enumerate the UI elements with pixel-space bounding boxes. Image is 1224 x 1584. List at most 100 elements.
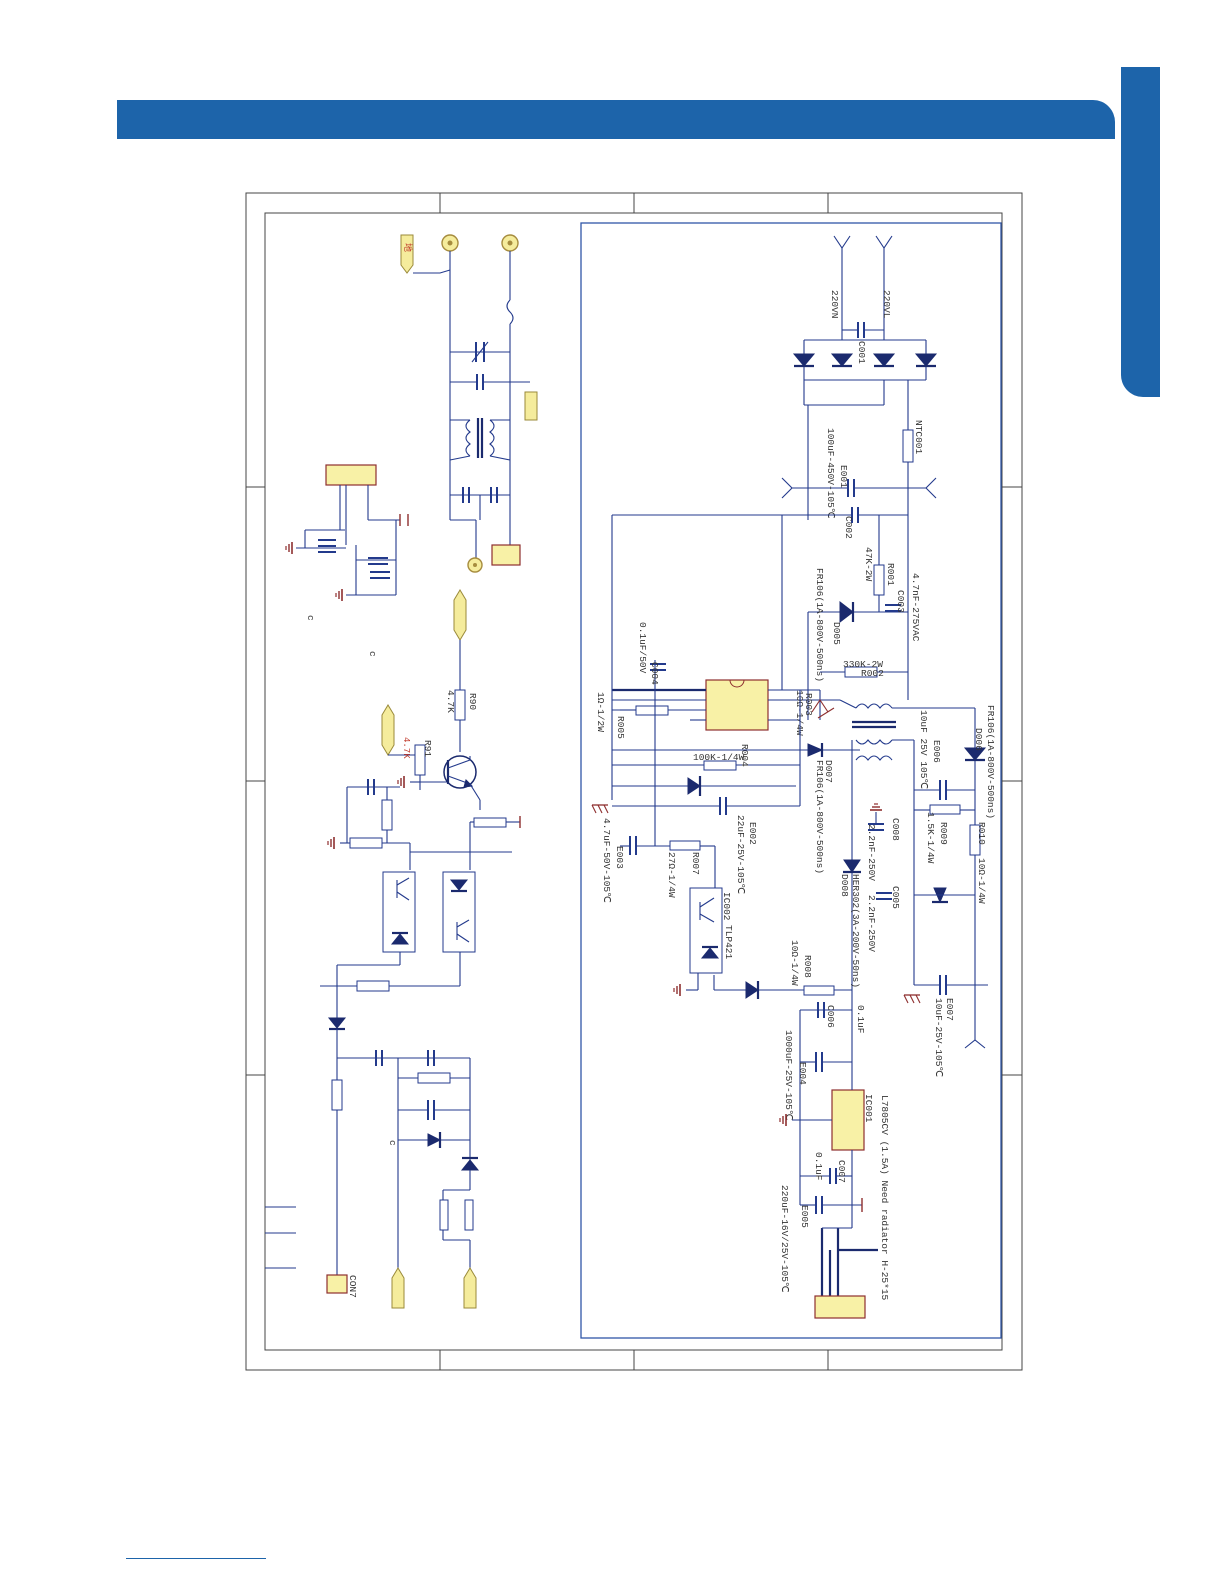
power-supply-section xyxy=(580,222,1002,1339)
label-ntc001: NTC001 xyxy=(913,420,924,455)
footer-rule xyxy=(126,1558,266,1559)
feedback-network xyxy=(327,779,521,870)
label-e007: E007 xyxy=(944,998,955,1021)
label-e007-value: 10uF-25V-105℃ xyxy=(933,998,944,1077)
label-e004-value: 1000uF-25V-105℃ xyxy=(783,1030,794,1121)
label-c007-value: 0.1uF xyxy=(813,1152,824,1181)
label-c008: C008 xyxy=(890,818,901,841)
misc-label-c1: c xyxy=(305,615,316,621)
capacitor-c002 xyxy=(612,485,909,700)
capacitor-e002 xyxy=(612,690,801,815)
capacitor-c005 xyxy=(876,892,892,900)
secondary-network xyxy=(320,952,480,1275)
label-c004-value: 0.1uF/50V xyxy=(637,622,648,674)
output-rectifier-d008 xyxy=(843,859,861,874)
label-r001: R001 xyxy=(885,563,896,586)
label-r010: R010 xyxy=(976,822,987,845)
label-r009-value: 1.5K-1/4W xyxy=(925,812,936,864)
optocoupler-ic002 xyxy=(673,887,804,999)
header-bar xyxy=(117,100,1115,139)
label-ic002: IC002 xyxy=(721,892,732,921)
fuse xyxy=(506,299,514,460)
label-e001-value: 100uF-450V-105℃ xyxy=(825,428,836,519)
varistor xyxy=(450,341,510,363)
label-r90-value: 4.7K xyxy=(445,690,456,713)
label-c006-value: 0.1uF xyxy=(855,1005,866,1034)
resistor-r002 xyxy=(820,666,908,678)
net-label-220vn: 220VN xyxy=(829,290,840,319)
label-e006: E006 xyxy=(931,740,942,763)
aux-diode-d007 xyxy=(612,743,860,757)
regulator-ic001 xyxy=(779,1010,865,1228)
label-e005: E005 xyxy=(799,1205,810,1228)
label-c006: C006 xyxy=(825,1005,836,1028)
resistor-r010 xyxy=(969,824,981,856)
label-c005: C005 xyxy=(890,886,901,909)
label-e003: E003 xyxy=(614,846,625,869)
resistor-r008 xyxy=(803,985,852,996)
resistor-r009 xyxy=(914,804,975,815)
label-ic001: IC001 xyxy=(863,1094,874,1123)
output-connector xyxy=(814,1227,878,1319)
label-r002: R002 xyxy=(861,668,884,679)
label-d007: D007 xyxy=(823,760,834,783)
label-c008-value: 2.2nF-250V xyxy=(866,824,877,881)
aux-regulator-block xyxy=(285,464,409,602)
capacitor-e004 xyxy=(800,1052,852,1072)
capacitor-c004 xyxy=(650,660,666,846)
label-d006: D006 xyxy=(973,728,984,751)
label-r005-value: 1Ω-1/2W xyxy=(595,692,606,732)
capacitor-e003 xyxy=(591,804,670,855)
label-d005-value: FR106(1A-800V-500ns) xyxy=(814,568,825,682)
label-r001-value: 47K-2W xyxy=(863,547,874,582)
ac-input-terminals xyxy=(833,235,893,340)
label-c007: C007 xyxy=(836,1160,847,1183)
side-tab xyxy=(1121,67,1160,397)
label-c001: C001 xyxy=(856,341,867,364)
resistor-r004 xyxy=(612,760,800,771)
capacitor-c007 xyxy=(800,1168,852,1184)
top-left-terminal xyxy=(400,234,414,274)
transistor xyxy=(443,755,481,810)
signal-connector-r91 xyxy=(381,704,448,790)
label-e004: E004 xyxy=(797,1062,808,1085)
label-e005-value: 220uF-16V/25V-105℃ xyxy=(779,1185,790,1293)
label-r004-value: 100K-1/4W xyxy=(693,752,745,763)
misc-label-c2: c xyxy=(367,651,378,657)
capacitor-e005 xyxy=(800,1196,863,1214)
label-r91: R91 xyxy=(422,740,433,757)
capacitor-c006 xyxy=(799,1002,852,1205)
label-r007-value: 27Ω-1/4W xyxy=(666,852,677,898)
capacitor-c001 xyxy=(842,322,884,338)
label-r90: R90 xyxy=(467,693,478,710)
capacitor-e006 xyxy=(914,780,975,800)
drawing-frame xyxy=(245,192,1023,1371)
label-con7: CON7 xyxy=(347,1275,358,1298)
label-r91-value: 4.7K xyxy=(401,737,411,759)
snubber-r001-c003-d005 xyxy=(807,515,908,720)
label-c003: C003 xyxy=(895,590,906,613)
optocoupler-left-a xyxy=(382,871,416,953)
common-mode-choke xyxy=(449,418,511,461)
label-ic002-value: TLP421 xyxy=(723,925,734,960)
label-r005: R005 xyxy=(615,716,626,739)
label-top-terminal: 地 xyxy=(402,243,414,252)
label-e001: E001 xyxy=(838,465,849,488)
bulk-capacitor-e001 xyxy=(781,405,937,520)
signal-connector-upper xyxy=(453,589,467,752)
label-c003-value: 4.7nF-275VAC xyxy=(910,573,921,642)
label-r007: R007 xyxy=(690,852,701,875)
label-e003-value: 4.7uF-50V-105℃ xyxy=(601,818,612,903)
label-r010-value: 10Ω-1/4W xyxy=(976,858,987,904)
zener-aux xyxy=(914,887,975,904)
misc-label-c3: c xyxy=(387,1140,398,1146)
zener-clamp xyxy=(612,776,796,796)
label-ic001-value: L7805CV (1.5A) Need radiator H-25*15 xyxy=(879,1095,890,1301)
bottom-connectors xyxy=(265,1206,477,1309)
label-c004: C004 xyxy=(649,662,660,685)
label-e002: E002 xyxy=(747,822,758,845)
label-r009: R009 xyxy=(938,822,949,845)
transformer xyxy=(839,699,975,1010)
capacitor-c008 xyxy=(868,803,884,831)
